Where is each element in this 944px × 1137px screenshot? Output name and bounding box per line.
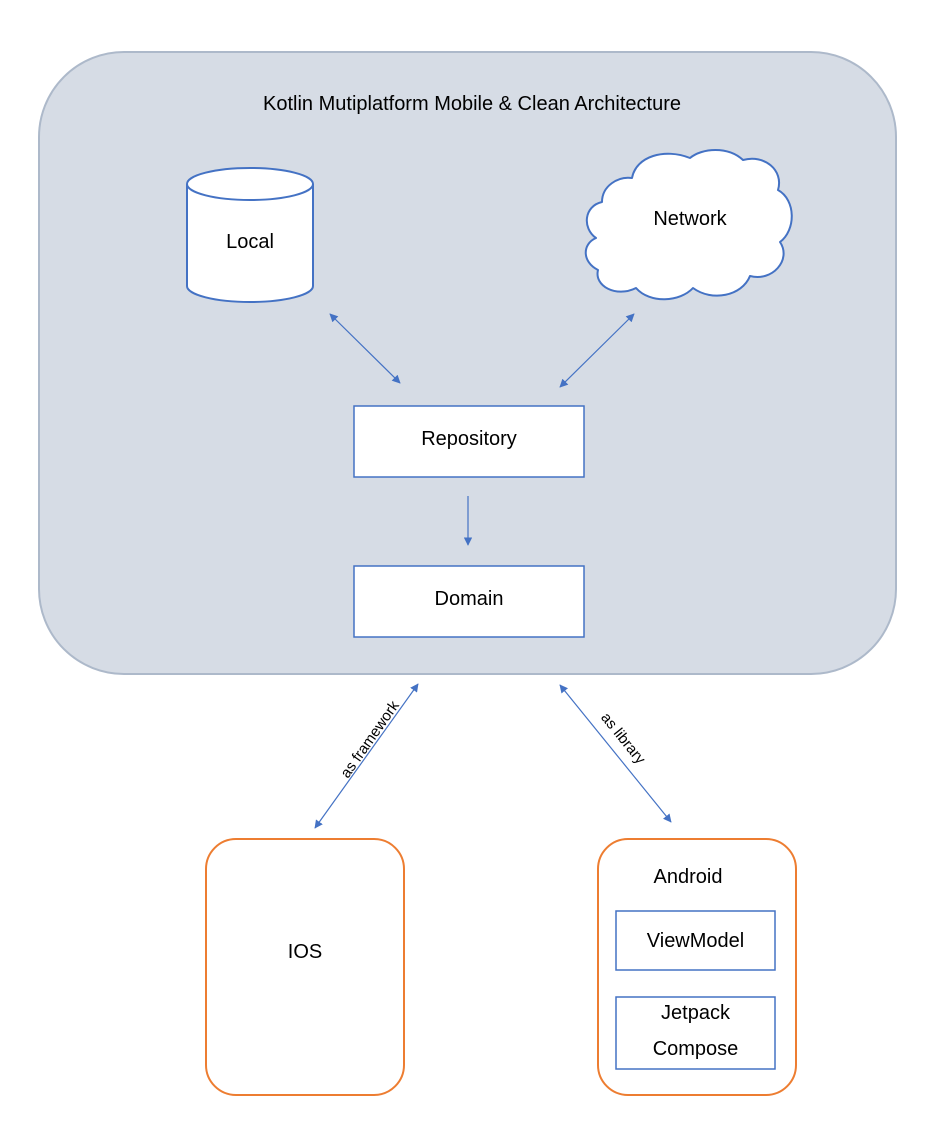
viewmodel-label: ViewModel <box>646 930 745 952</box>
diagram-title: Kotlin Mutiplatform Mobile & Clean Archi… <box>263 93 681 115</box>
jetpack-label: Jetpack <box>661 1002 730 1024</box>
domain-box <box>353 565 585 638</box>
local-repository-arrow <box>329 313 401 384</box>
ios-label: IOS <box>287 941 323 963</box>
compose-label: Compose <box>652 1038 739 1060</box>
repository-label: Repository <box>421 428 517 450</box>
viewmodel-box <box>615 910 776 971</box>
android-label: Android <box>653 866 723 888</box>
ios-link-arrow <box>314 683 419 829</box>
local-database-icon <box>186 167 314 303</box>
network-cloud-icon <box>584 149 793 301</box>
repository-box <box>353 405 585 478</box>
domain-label: Domain <box>434 588 504 610</box>
jetpack-compose-box <box>615 996 776 1070</box>
ios-box <box>205 838 405 1096</box>
android-link-arrow <box>559 684 672 823</box>
local-label: Local <box>226 231 274 253</box>
network-label: Network <box>653 208 727 230</box>
network-repository-arrow <box>559 313 635 388</box>
